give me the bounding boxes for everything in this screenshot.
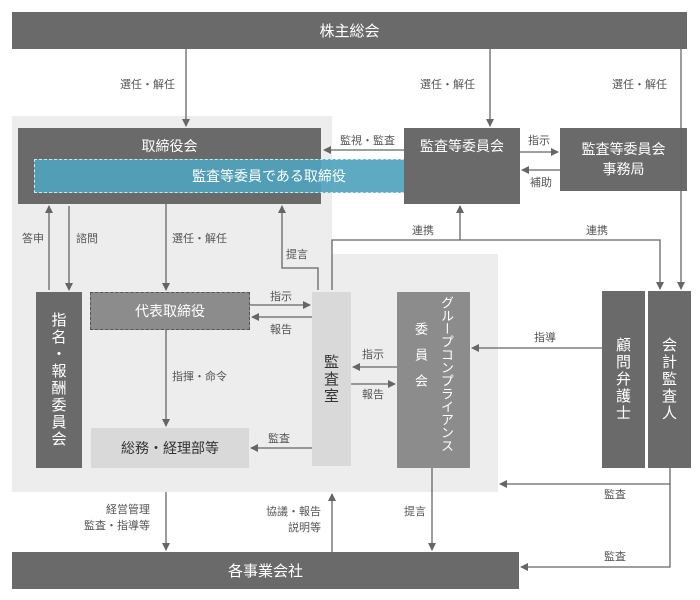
command-label: 指揮・命令: [172, 370, 227, 383]
guidance-label: 指導: [534, 331, 556, 344]
legal-advisor-label: 顧問弁護士: [614, 337, 632, 422]
instruct-audit-office-label: 指示: [270, 290, 292, 303]
elect-auditor-label: 選任・解任: [612, 78, 667, 91]
shareholders-meeting-label: 株主総会: [319, 22, 380, 40]
proposal-board-arrow: [278, 205, 319, 290]
audit-committee-office-box[interactable]: 監査等委員会 事務局: [560, 128, 687, 191]
audit-committee-office-label: 監査等委員会 事務局: [581, 141, 666, 178]
instruct-office-label: 指示: [528, 134, 550, 147]
shareholders-meeting-box[interactable]: 株主総会: [12, 12, 687, 49]
consult-report-label: 協議・報告 説明等: [266, 505, 321, 534]
audit-committee-box[interactable]: [404, 128, 520, 204]
report-to-compliance-label: 報告: [362, 388, 384, 401]
coordination-line: [331, 239, 664, 290]
audit-panel-label: 監査: [604, 488, 626, 501]
audit-companies-arrow: [520, 484, 671, 571]
representative-director-box[interactable]: 代表取締役: [90, 292, 250, 330]
monitor-audit-label: 監視・監査: [340, 134, 395, 147]
audit-general-affairs-label: 監査: [268, 432, 290, 445]
elect-audit-committee-label: 選任・解任: [420, 78, 475, 91]
compliance-committee-label-2: 委 員 会: [412, 322, 427, 387]
accounting-auditor-box[interactable]: 会計監査人: [648, 291, 691, 468]
nomination-committee-label: 指名・報酬委員会: [49, 312, 68, 448]
proposal-board-label: 提言: [286, 248, 308, 261]
instruct-from-compliance-label: 指示: [362, 348, 384, 361]
elect-board-label: 選任・解任: [120, 78, 175, 91]
report-rep-director-label: 報告: [270, 323, 292, 336]
audit-companies-label: 監査: [604, 550, 626, 563]
legal-advisor-box[interactable]: 顧問弁護士: [602, 291, 645, 468]
business-companies-label: 各事業会社: [227, 562, 303, 580]
audit-panel-arrow: [499, 468, 671, 488]
assist-label: 補助: [530, 176, 552, 189]
board-label: 取締役会: [141, 139, 198, 155]
audit-directors-label: 監査等委員である取締役: [192, 169, 346, 185]
coordination-label-2: 連携: [586, 224, 608, 237]
consult-label: 諮問: [76, 232, 98, 245]
nomination-committee-box[interactable]: 指名・報酬委員会: [36, 292, 82, 468]
compliance-committee-label-1: グループコンプライアンス: [438, 296, 453, 452]
audit-committee-label: 監査等委員会: [420, 139, 504, 155]
accounting-auditor-label: 会計監査人: [660, 337, 678, 422]
business-companies-box[interactable]: 各事業会社: [12, 552, 519, 589]
compliance-committee-box[interactable]: [397, 292, 470, 468]
audit-office-box[interactable]: 監査室: [312, 292, 351, 466]
coordination-label-1: 連携: [412, 224, 434, 237]
representative-director-label: 代表取締役: [135, 304, 205, 320]
proposal-companies-label: 提言: [404, 505, 426, 518]
audit-office-label: 監査室: [322, 353, 340, 405]
management-label: 経営管理 監査・指導等: [84, 503, 150, 532]
general-affairs-box[interactable]: 総務・経理部等: [91, 428, 249, 468]
report-answer-label: 答申: [22, 232, 44, 245]
general-affairs-label: 総務・経理部等: [121, 441, 219, 457]
elect-representative-label: 選任・解任: [172, 232, 227, 245]
